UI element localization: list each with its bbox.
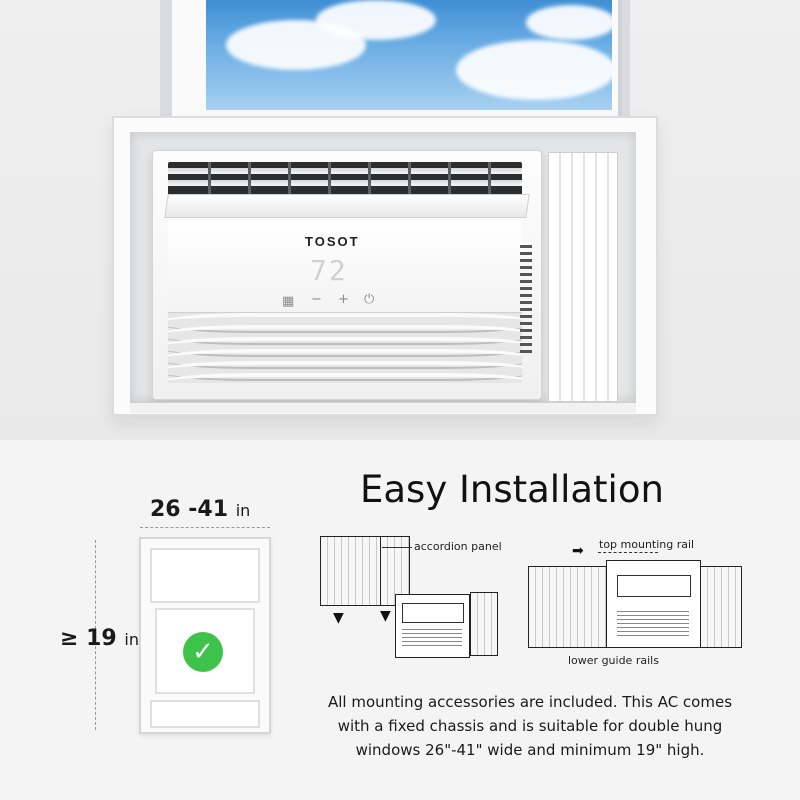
- callout-lower-guide-rails: lower guide rails: [568, 654, 659, 667]
- width-dimension: 26 -41 in: [150, 497, 250, 522]
- callout-accordion-panel: accordion panel: [414, 540, 502, 553]
- ac-front-panel: [168, 220, 522, 312]
- accordion-panel-drawing-left: [528, 566, 608, 648]
- ac-intake-grille: [168, 312, 522, 383]
- accordion-panel-drawing-right-2: [700, 566, 742, 648]
- lower-sash-outline: [150, 700, 260, 728]
- checkmark-icon: ✓: [183, 632, 223, 672]
- ac-unit-drawing-1: [395, 594, 470, 658]
- height-value: ≥ 19: [60, 626, 117, 651]
- top-rail-leader: [598, 552, 658, 553]
- description-line-1: All mounting accessories are included. T…: [327, 693, 733, 711]
- width-value: 26 -41: [150, 497, 229, 522]
- accordion-panel-drawing: [320, 536, 382, 606]
- ac-side-vent: [520, 245, 532, 355]
- ac-brand-logo: TOSOT: [305, 234, 360, 249]
- width-guide-line: [140, 527, 270, 528]
- ac-louver-flap: [164, 194, 530, 218]
- plus-button[interactable]: +: [338, 292, 349, 307]
- height-unit: in: [124, 630, 139, 649]
- arrow-down-icon-2: ▼: [380, 608, 391, 624]
- accordion-panel-drawing-side: [470, 592, 498, 656]
- arrow-right-icon: ➡: [572, 543, 584, 559]
- ac-temperature-display: 72: [310, 254, 348, 287]
- minus-button[interactable]: −: [311, 292, 322, 307]
- arrow-down-icon: ▼: [333, 610, 344, 626]
- upper-sash-outline: [150, 548, 260, 603]
- callout-leader-line: [382, 547, 412, 548]
- window-glass-sky: [206, 0, 612, 110]
- width-unit: in: [235, 501, 251, 520]
- description-line-2: with a fixed chassis and is suitable for…: [337, 717, 723, 735]
- callout-top-mounting-rail: top mounting rail: [599, 538, 695, 551]
- height-guide-line: [95, 540, 96, 730]
- section-title: Easy Installation: [360, 468, 664, 511]
- accordion-side-panel: [548, 152, 618, 402]
- power-icon[interactable]: ⏻: [364, 292, 375, 307]
- window-sill: [130, 402, 636, 413]
- height-dimension: ≥ 19 in: [60, 626, 139, 651]
- ac-unit-drawing-2: [606, 560, 701, 648]
- grid-icon[interactable]: ▦: [282, 294, 295, 309]
- description-line-3: windows 26"-41" wide and minimum 19" hig…: [355, 741, 705, 759]
- installation-description: All mounting accessories are included. T…: [280, 690, 780, 762]
